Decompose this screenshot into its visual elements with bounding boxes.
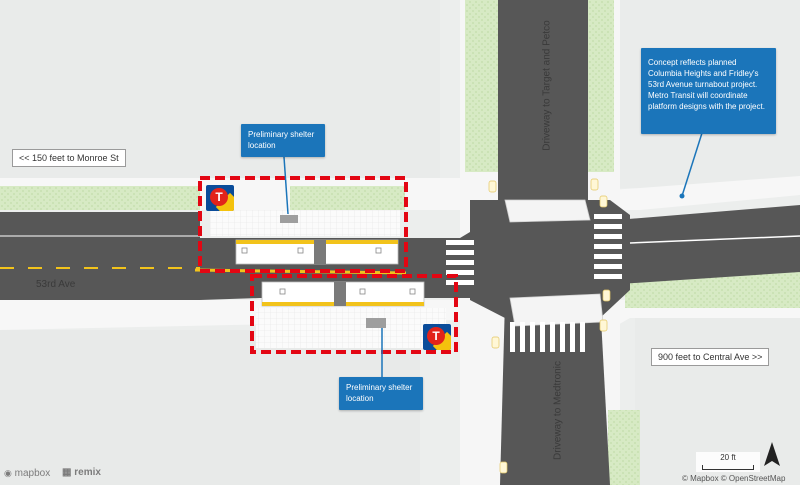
callout-text-line: Preliminary shelter (346, 383, 413, 392)
map-attribution[interactable]: © Mapbox © OpenStreetMap (682, 474, 786, 483)
callout-text-line: Metro Transit will coordinate (648, 91, 748, 100)
south-driveway-label: Driveway to Medtronic (552, 361, 564, 460)
scale-label: 20 ft (720, 453, 736, 462)
remix-logo-text: remix (74, 467, 101, 478)
callout-text-line: 53rd Avenue turnabout project. (648, 80, 758, 89)
north-driveway-road (498, 0, 588, 200)
metro-transit-logo-icon: T (423, 324, 451, 350)
south-shelter-callout: Preliminary shelter location (339, 377, 423, 410)
scale-bar: 20 ft (696, 452, 760, 472)
curb-markers (488, 178, 611, 474)
north-bus (235, 239, 399, 265)
grass-strip (587, 0, 614, 172)
north-arrow-icon[interactable] (760, 440, 784, 470)
north-driveway-label: Driveway to Target and Petco (541, 20, 553, 151)
parcel-northwest (0, 0, 440, 178)
callout-text-line: Concept reflects planned (648, 58, 737, 67)
grass-strip (465, 0, 499, 172)
median-south (509, 293, 604, 327)
metro-transit-logo-icon: T (206, 185, 234, 211)
south-shelter (366, 318, 386, 328)
remix-logo[interactable]: ▦ remix (62, 467, 101, 478)
crosswalk-west (446, 240, 474, 285)
callout-text-line: location (248, 141, 276, 150)
south-platform-outline (250, 274, 458, 354)
median-north (504, 199, 591, 223)
main-road-west (0, 212, 200, 300)
lane-marking (629, 235, 800, 244)
note-callout-dot (679, 193, 685, 199)
crosswalk-south (510, 322, 585, 352)
distance-label-east: 900 feet to Central Ave >> (651, 348, 770, 366)
mapbox-logo-text: mapbox (14, 468, 51, 479)
grass-strip (290, 186, 405, 210)
distance-label-west: << 150 feet to Monroe St (12, 149, 126, 167)
north-platform (210, 210, 400, 236)
south-bus (261, 281, 425, 307)
north-callout-pointer (283, 156, 289, 215)
north-shelter-callout: Preliminary shelter location (241, 124, 325, 157)
note-callout-pointer (681, 132, 703, 197)
mapbox-logo[interactable]: ◉ mapbox (4, 468, 51, 479)
grass-strip (0, 186, 200, 210)
callout-text-line: Preliminary shelter (248, 130, 315, 139)
main-street-label: 53rd Ave (36, 279, 76, 290)
north-shelter (280, 215, 298, 223)
south-platform (256, 308, 446, 348)
grass-strip (608, 410, 640, 485)
concept-note-callout: Concept reflects planned Columbia Height… (641, 48, 776, 134)
callout-text-line: platform designs with the project. (648, 102, 765, 111)
crosswalk-east (594, 214, 622, 279)
intersection (470, 200, 630, 318)
scale-bar-line (702, 465, 754, 470)
callout-text-line: location (346, 394, 374, 403)
callout-text-line: Columbia Heights and Fridley's (648, 69, 759, 78)
